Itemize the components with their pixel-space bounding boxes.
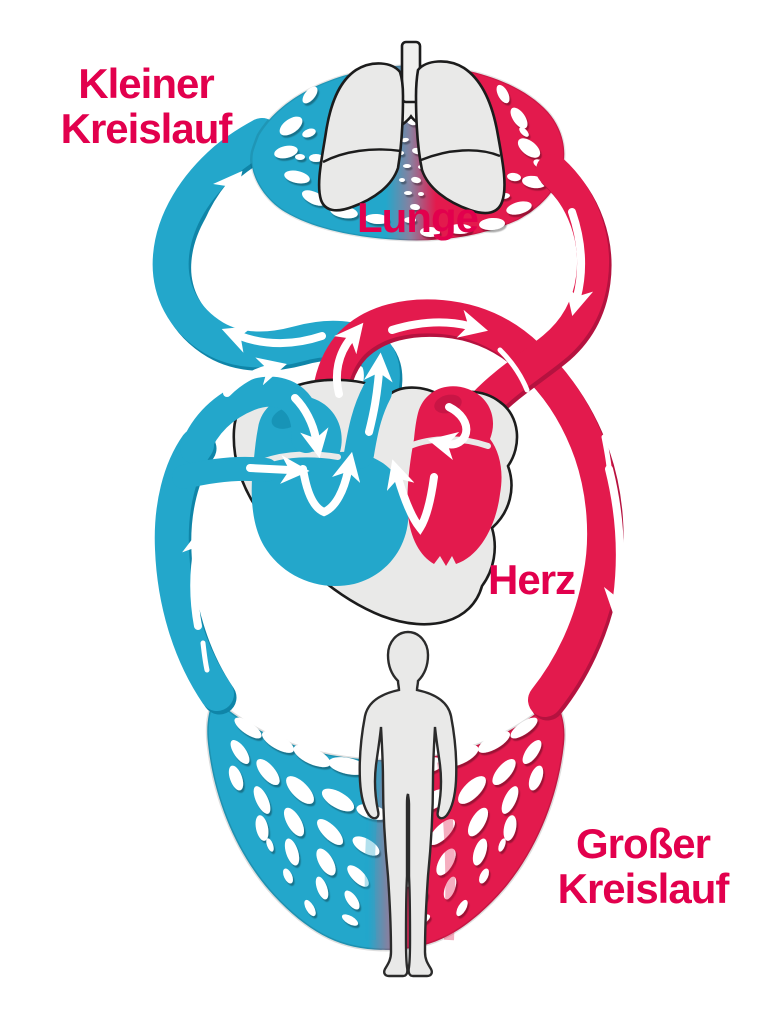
flow-arrow-aorta-up xyxy=(332,322,364,398)
flow-arrow-into-left-atrium xyxy=(427,403,471,461)
flow-arrow-into-right-atrium xyxy=(291,394,329,459)
heart-left-side xyxy=(407,386,502,566)
label-heart: Herz xyxy=(488,556,576,603)
flow-arrow-aorta-down xyxy=(603,465,633,618)
flow-arrow-pulmonary-trunk-up xyxy=(363,352,393,436)
label-lung: Lunge xyxy=(357,194,479,241)
flow-arrow-cava-branch-right xyxy=(246,455,310,484)
flow-arrow-loop-left xyxy=(221,325,326,353)
flow-arrow-loop-up-to-lung xyxy=(193,170,243,268)
flow-arrow-left-ventricle xyxy=(386,459,438,535)
flow-arrow-vein-down xyxy=(565,208,594,317)
heart-right-side xyxy=(251,395,409,587)
blood-flow-direction-arrows xyxy=(182,170,633,673)
human-body-silhouette xyxy=(358,630,458,978)
flow-arrow-cava-up xyxy=(182,526,211,630)
lungs-illustration xyxy=(317,60,506,215)
label-pulmonary-circuit: Kleiner Kreislauf xyxy=(60,60,233,152)
right-lung xyxy=(414,60,506,215)
flow-arrow-right-ventricle xyxy=(299,451,361,517)
capillary-mesh-holes xyxy=(274,84,547,238)
flow-arrow-aorta-right xyxy=(388,309,489,338)
label-systemic-circuit: Großer Kreislauf xyxy=(557,820,730,912)
capillary-mesh-holes xyxy=(228,717,544,926)
left-lung xyxy=(317,62,405,212)
flow-arrow-cava-arch xyxy=(223,357,287,397)
